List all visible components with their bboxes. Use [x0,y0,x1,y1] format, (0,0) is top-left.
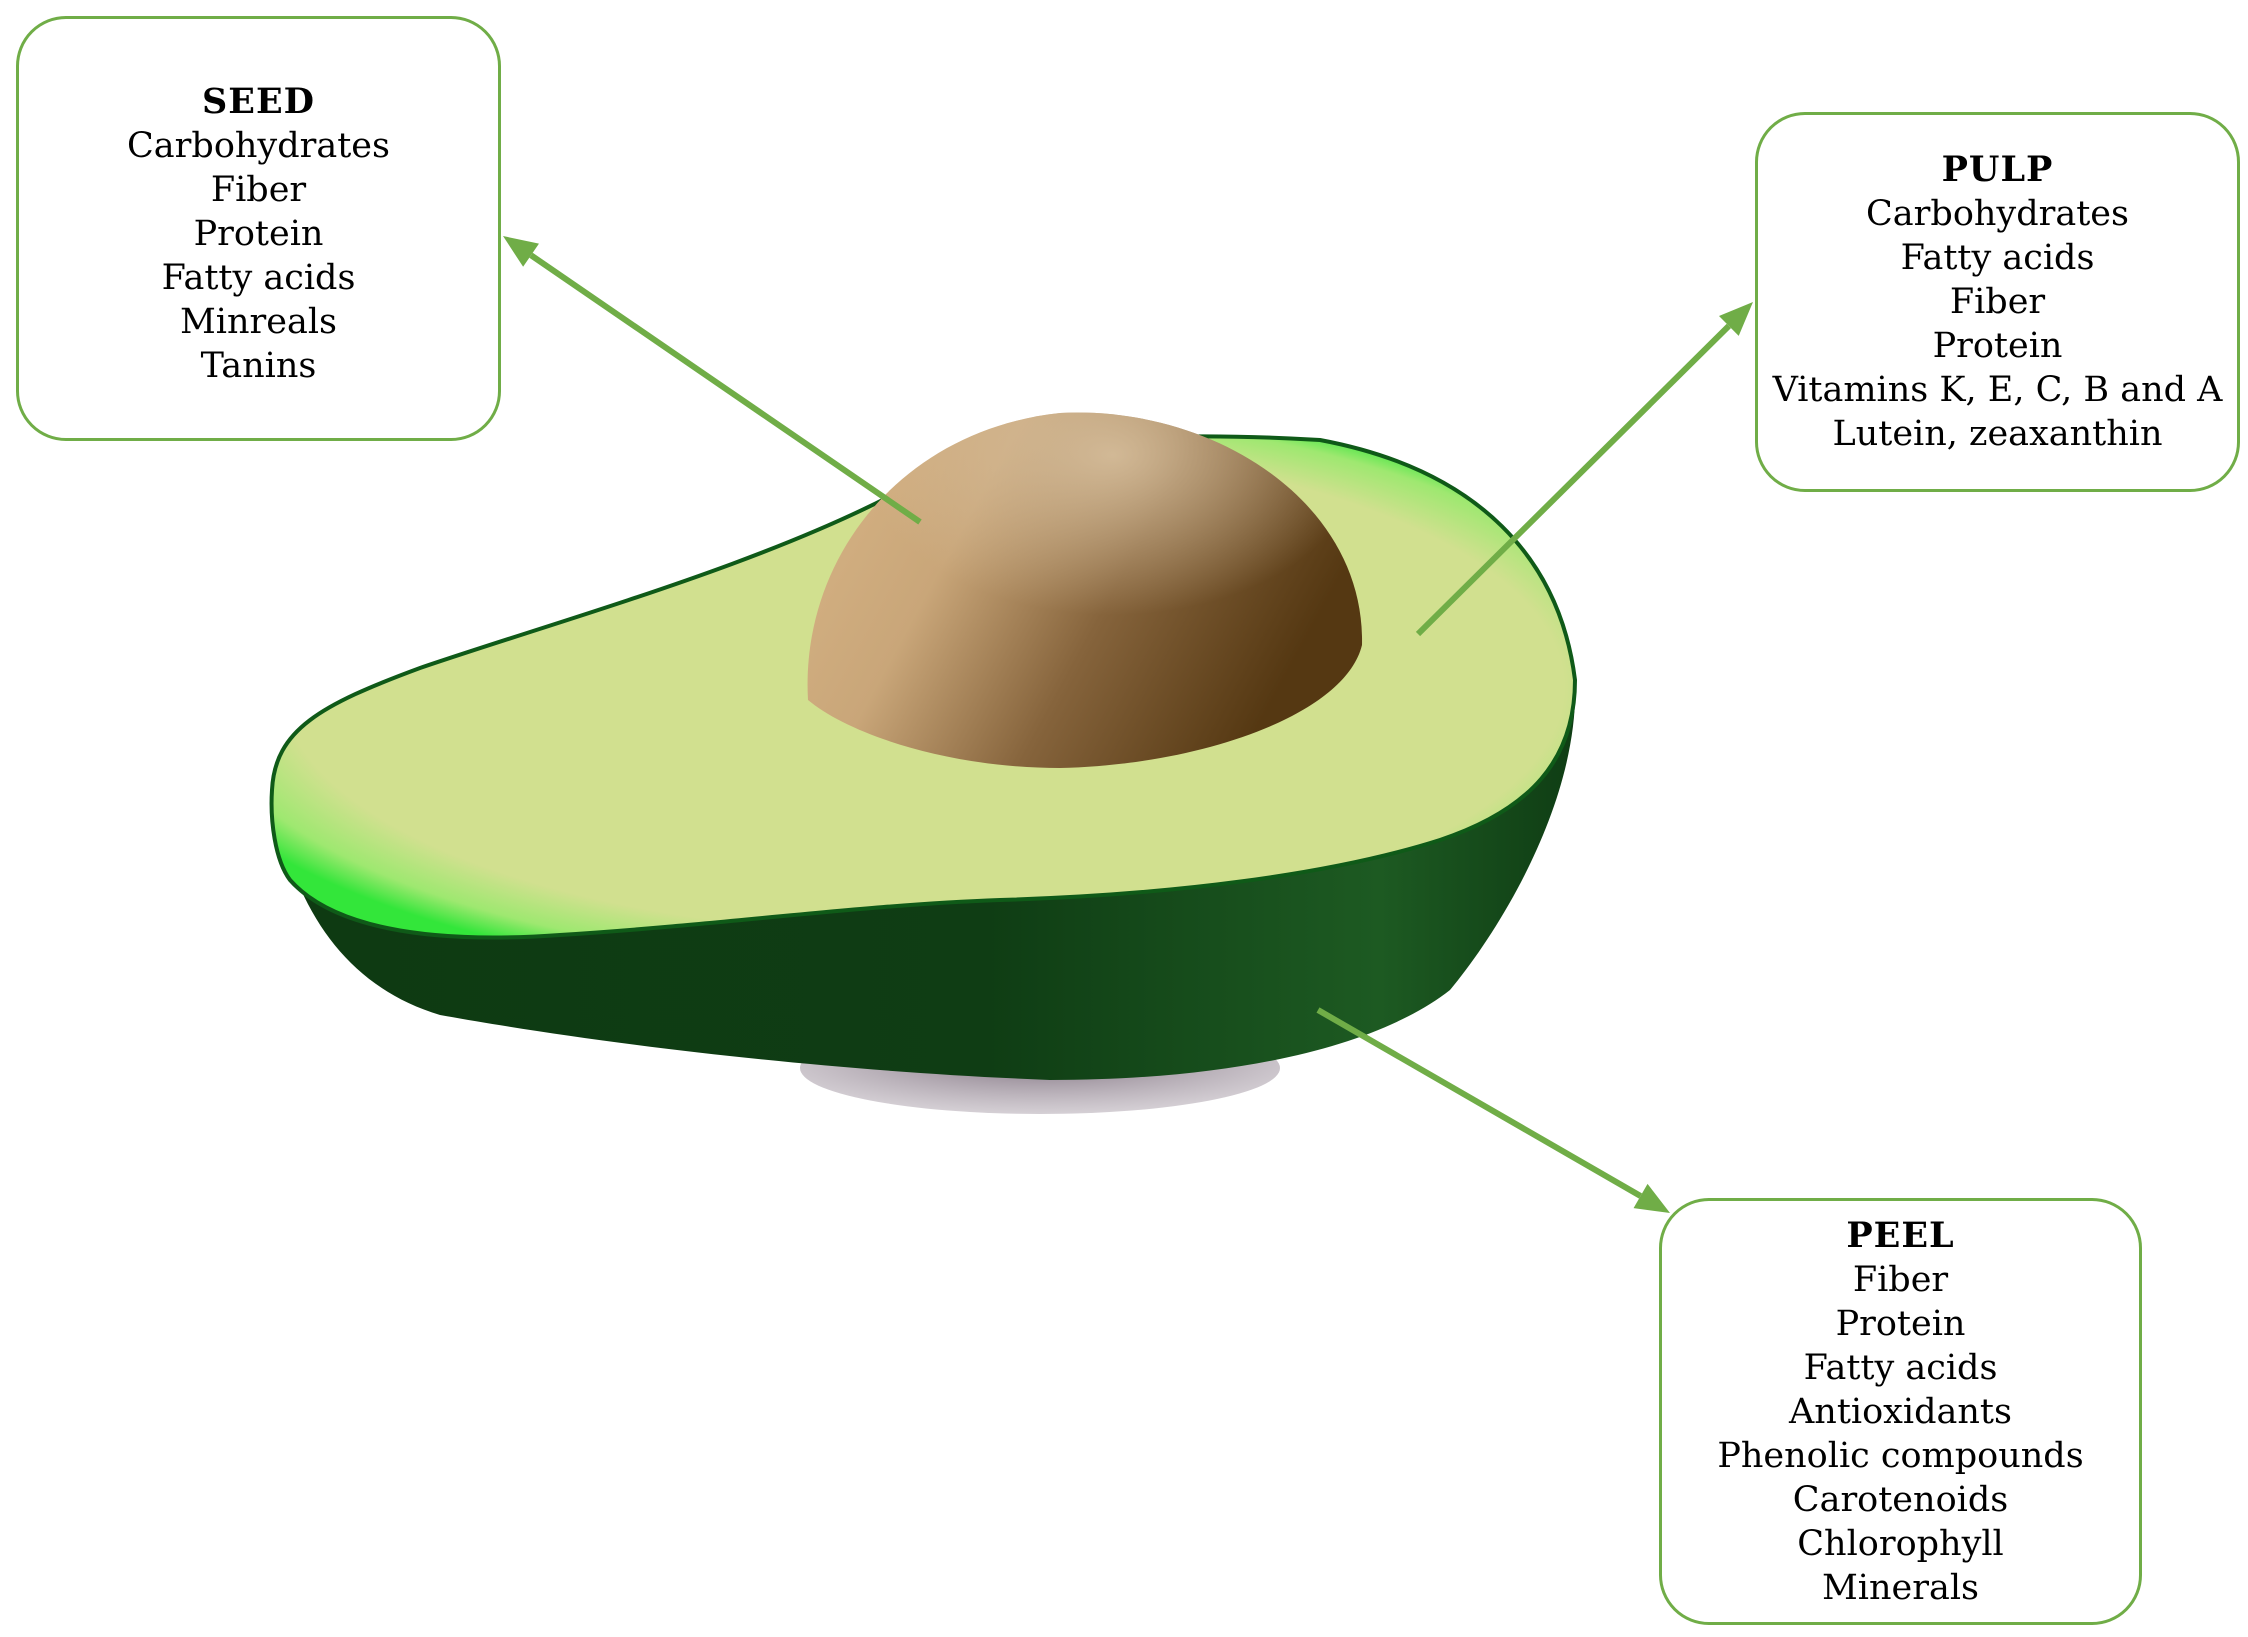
arrow-icon [1718,302,1753,336]
seed-item: Fatty acids [161,257,356,298]
pulp-item: Fatty acids [1900,238,2095,278]
arrow-shaft [1415,323,1731,637]
arrow-shaft [1316,1007,1643,1199]
seed-arrow [503,236,922,525]
pulp-title: PULP [1941,149,2054,190]
seed-label-box: SEED Carbohydrates Fiber Protein Fatty a… [16,16,501,441]
peel-item: Phenolic compounds [1717,1435,2084,1476]
arrow-icon [1633,1183,1670,1213]
peel-item: Antioxidants [1789,1391,2012,1432]
avocado-half-icon [269,412,1578,1114]
seed-item: Fiber [210,169,307,210]
seed-item: Tanins [200,345,317,386]
peel-item: Fatty acids [1803,1347,1998,1388]
seed-title: SEED [202,80,315,122]
seed-item: Carbohydrates [127,125,390,166]
peel-item: Chlorophyll [1797,1523,2004,1564]
peel-item: Fiber [1852,1259,1949,1300]
pulp-label-box: PULP Carbohydrates Fatty acids Fiber Pro… [1755,112,2240,492]
peel-item: Carotenoids [1792,1479,2009,1520]
arrows-layer [503,236,1753,1213]
pulp-item: Fiber [1949,282,2046,322]
peel-item: Minerals [1821,1567,1980,1608]
peel-arrow [1316,1007,1670,1213]
pulp-item: Protein [1932,326,2063,366]
pulp-item: Vitamins K, E, C, B and A [1772,370,2223,410]
peel-label-box: PEEL Fiber Protein Fatty acids Antioxida… [1659,1198,2142,1625]
seed-shape [807,412,1363,768]
seed-item: Protein [193,213,324,254]
pulp-arrow [1415,302,1753,637]
peel-title: PEEL [1846,1214,1955,1256]
peel-item: Protein [1835,1303,1966,1344]
arrow-icon [503,236,539,267]
arrow-shaft [529,252,922,525]
seed-item: Minreals [179,301,338,342]
pulp-item: Lutein, zeaxanthin [1832,414,2163,454]
pulp-item: Carbohydrates [1866,194,2129,234]
